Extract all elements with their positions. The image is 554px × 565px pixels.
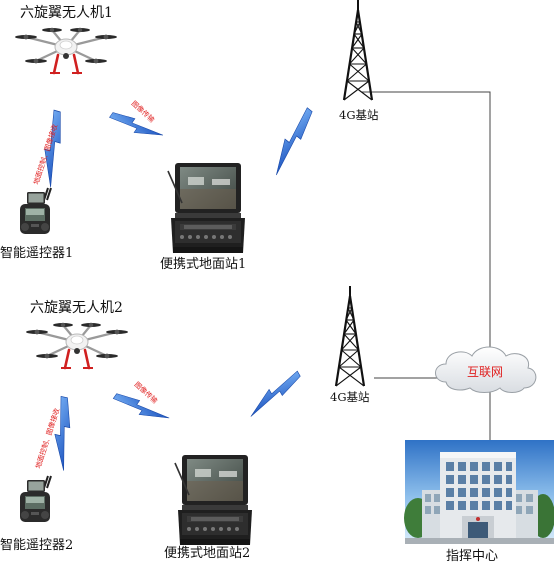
hexacopter-drone-icon [24,321,130,370]
hexacopter-drone-icon [13,26,119,75]
4g-tower-icon [342,0,374,102]
command-center-building-icon [404,440,554,544]
4g-tower-icon [334,284,366,388]
wired-links [362,91,491,440]
ground-station-1: 便携式地面站1 [160,162,246,272]
base-station-2: 4G基站 [330,284,370,404]
controller-2-label: 智能遥控器2 [0,538,73,553]
drone-2: 六旋翼无人机2 [24,300,130,370]
control-link-label-1: 地面控制、图像接收 [31,123,59,186]
drone-1: 六旋翼无人机1 [13,5,119,75]
command-center: 指挥中心 [404,440,554,564]
remote-controller-icon [19,475,52,523]
base-station-1: 4G基站 [339,0,379,122]
drone-1-label: 六旋翼无人机1 [20,5,113,21]
portable-ground-station-icon [167,162,246,254]
base-station-2-label: 4G基站 [330,390,370,404]
controller-1: 智能遥控器1 [0,187,73,261]
wire-tower1-to-internet [362,91,491,353]
base-station-1-label: 4G基站 [339,108,379,122]
portable-ground-station-icon [174,454,253,546]
internet-cloud-icon [435,346,537,393]
internet-label: 互联网 [467,365,503,379]
controller-1-label: 智能遥控器1 [0,246,73,261]
ground-station-1-label: 便携式地面站1 [160,256,246,272]
remote-controller-icon [19,187,52,235]
ground-station-2-label: 便携式地面站2 [164,545,250,561]
ground-station-2: 便携式地面站2 [164,454,253,561]
wireless-links [32,103,322,471]
lightning-wireless-icon [242,370,306,417]
drone-2-label: 六旋翼无人机2 [30,300,123,316]
command-center-label: 指挥中心 [446,549,498,564]
internet-node: 互联网 [435,346,537,393]
lightning-wireless-icon [262,107,322,176]
controller-2: 智能遥控器2 [0,475,73,553]
